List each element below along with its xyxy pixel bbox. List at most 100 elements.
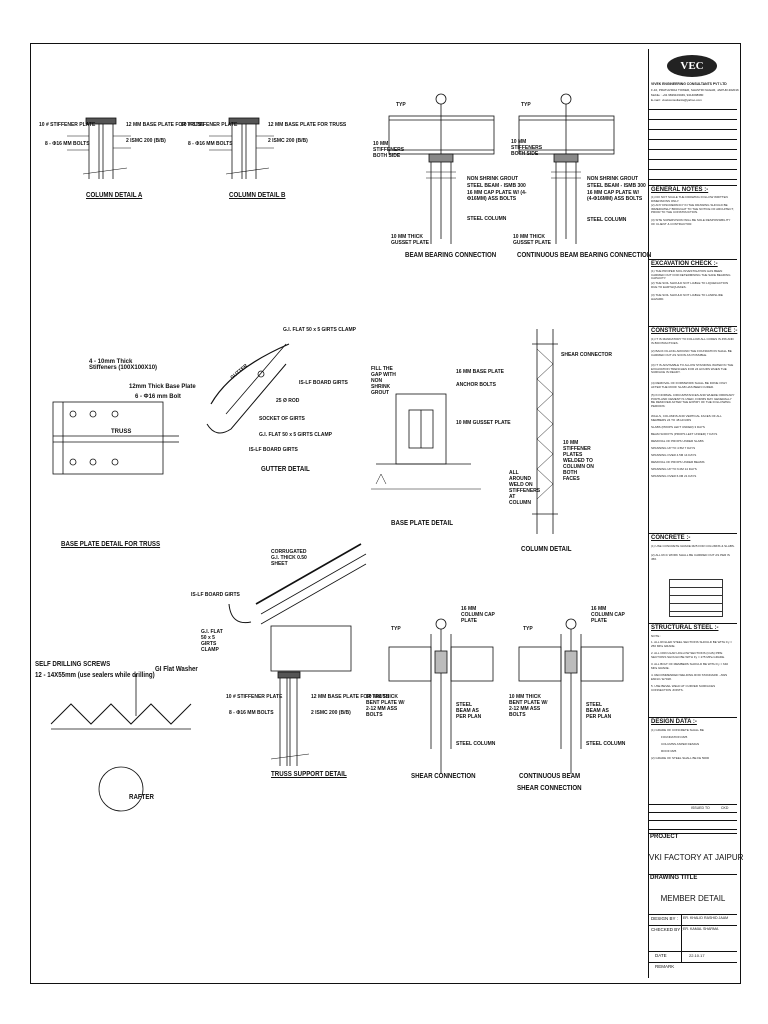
- construction-14: SPANNING OVER 6.0M 21 DAYS: [651, 474, 697, 478]
- cont-shear-figure: [518, 618, 624, 774]
- construction-2: (2) BACK FILLING AROUND THE FOUNDATION S…: [651, 349, 732, 357]
- ts-ismc: 2 ISMC 200 (B/B): [311, 710, 351, 716]
- cont-bearing-gusset: 10 MM THICK GUSSET PLATE: [513, 234, 551, 246]
- sds-title: SELF DRILLING SCREWS: [35, 659, 111, 668]
- construction-4: (4) REMOVAL OF FORMWORK SHALL BE DONE ON…: [651, 381, 728, 389]
- checked-by-label: CHECKED BY :: [651, 927, 683, 932]
- construction-10: SPANNING UP TO 4.5M 7 DAYS: [651, 446, 696, 450]
- column-detail-b-caption: COLUMN DETAIL B: [229, 190, 286, 199]
- excavation-3: (3) THE SOIL SHOULD NOT LIABLE TO LANDSL…: [651, 293, 723, 301]
- base-plate-figure: [371, 393, 481, 490]
- bp-plate: 16 MM BASE PLATE: [456, 369, 504, 375]
- construction-7: SLABS (PROPS LEFT UNDER) 3 DAYS: [651, 425, 705, 429]
- sds-rafter: RAFTER: [129, 792, 154, 801]
- steel-5: 5. USE BEVEL WELD AT CURVED SURFACES CON…: [651, 684, 716, 692]
- bpt-stiffeners: 4 - 10mm Thick Stiffeners (100X100X10): [89, 359, 158, 371]
- construction-title: CONSTRUCTION PRACTICE :-: [651, 328, 738, 334]
- bp-gusset: 10 MM GUSSET PLATE: [456, 420, 511, 426]
- gutter-girts: IS-LF BOARD GIRTS: [299, 380, 348, 386]
- drawing-title: MEMBER DETAIL: [660, 894, 726, 903]
- shear-column: STEEL COLUMN: [456, 741, 496, 747]
- beam-bearing-stiffeners: 10 MM STIFFENERS BOTH SIDE: [373, 141, 405, 159]
- column-b-base-plate-label: 12 MM BASE PLATE FOR TRUSS: [268, 122, 347, 128]
- concrete-1: (1) USE CONCRETE GRADE M25 FOR COLUMNS &…: [651, 544, 735, 548]
- ts-stiffener: 10 # STIFFENER PLATE: [226, 694, 283, 700]
- shear-connection-figure: [388, 618, 494, 774]
- column-a-stiffener-label: 10 # STIFFENER PLATE: [39, 122, 96, 128]
- ckd-label: CKD: [721, 806, 729, 810]
- cont-beam-bearing-figure: [518, 93, 615, 244]
- issued-to-label: ISSUED TO: [691, 806, 710, 810]
- drawing-linework: [50, 93, 624, 812]
- concrete-table: [669, 579, 723, 617]
- gutter-figure: [206, 343, 290, 434]
- construction-9: REMOVAL OF PROPS UNDER SLABS: [651, 439, 704, 443]
- cont-bearing-grout: NON SHRINK GROUT: [587, 176, 639, 182]
- remark-label: REMARK: [655, 964, 675, 969]
- beam-bearing-caption: BEAM BEARING CONNECTION: [405, 250, 497, 259]
- beam-bearing-cap-plate: 16 MM CAP PLATE W/ (4-Φ16MM) ASS BOLTS: [467, 190, 527, 202]
- company-logo: VEC: [667, 55, 717, 77]
- ts-caption: TRUSS SUPPORT DETAIL: [271, 769, 347, 778]
- roof-girts-label: IS-LF BOARD GIRTS: [191, 592, 240, 598]
- structural-steel-title: STRUCTURAL STEEL :-: [651, 625, 719, 631]
- drawing-title-label: DRAWING TITLE: [650, 875, 698, 881]
- company-name: VIVEK ENGINEERING CONSULTANTS PVT LTD: [651, 82, 727, 86]
- column-b-anchor-label: 8 - Φ16 MM BOLTS: [188, 141, 233, 147]
- roof-sheet-label: CORRUGATED G.I. THICK 0.50 SHEET: [271, 549, 307, 567]
- design-data-2: FOUNDATION M25: [661, 735, 688, 739]
- gutter-socket: SOCKET OF GIRTS: [259, 416, 305, 422]
- cont-bearing-cap-plate: 16 MM CAP PLATE W/ (4-Φ16MM) ASS BOLTS: [587, 190, 643, 202]
- column-b-stiffener-label: 10 # STIFFENER PLATE: [181, 122, 238, 128]
- construction-11: SPANNING OVER 4.5M 14 DAYS: [651, 453, 697, 457]
- shear-caption: SHEAR CONNECTION: [411, 771, 476, 780]
- cd-around: ALL AROUND WELD ON STIFFENERS AT COLUMN: [509, 470, 541, 506]
- shear-beam: STEEL BEAM AS PER PLAN: [456, 702, 482, 720]
- base-plate-truss-figure: [52, 401, 179, 475]
- design-data-4: ROOF M25: [661, 749, 677, 753]
- column-detail-b-figure: [209, 117, 274, 179]
- beam-bearing-grout: NON SHRINK GROUT: [467, 176, 519, 182]
- general-notes-2: (2) ANY DISCREPANCY IN THE DRAWING SHOUL…: [651, 203, 734, 215]
- ts-base-plate: 12 MM BASE PLATE FOR TRUSS: [311, 694, 390, 700]
- cont-bearing-typ: TYP: [521, 102, 531, 108]
- construction-5: (5) IN NORMAL CIRCUMSTANCES AND WHERE OR…: [651, 393, 735, 408]
- construction-13: SPANNING UP TO 6.0M 14 DAYS: [651, 467, 697, 471]
- shear-cap: 16 MM COLUMN CAP PLATE: [461, 606, 495, 624]
- bp-caption: BASE PLATE DETAIL: [391, 518, 453, 527]
- gutter-rod: 25 Ø ROD: [276, 398, 300, 404]
- concrete-2: (2) ALL RCC WORK SHALL BE CARRIED OUT AS…: [651, 553, 730, 561]
- truss-support-figure: [270, 671, 310, 766]
- excavation-1: (1) THE PROPER SOIL INVESTIGATION HAS BE…: [651, 269, 731, 281]
- title-block: VEC VIVEK ENGINEERING CONSULTANTS PVT LT…: [648, 49, 743, 978]
- beam-bearing-column: STEEL COLUMN: [467, 216, 507, 222]
- roof-flat-label: G.I. FLAT 50 x 5 GIRTS CLAMP: [201, 629, 223, 653]
- cont-bearing-stiffeners: 10 MM STIFFENERS BOTH SIDE: [511, 139, 543, 157]
- column-detail-a-figure: [67, 117, 131, 179]
- cont-bearing-column: STEEL COLUMN: [587, 217, 627, 223]
- steel-1: 1. ALL ROLLED STEEL SECTIONS SHOULD BE W…: [651, 640, 733, 648]
- beam-bearing-typ: TYP: [396, 102, 406, 108]
- bp-fill: FILL THE GAP WITH NON SHRINK GROUT: [371, 366, 396, 396]
- design-by-value: ER. KHALID RASHID JAAM: [683, 916, 729, 920]
- bpt-bolts: 6 - Φ16 mm Bolt: [135, 394, 181, 400]
- design-data-title: DESIGN DATA :-: [651, 719, 697, 725]
- date-label: DATE: [655, 953, 667, 958]
- column-a-anchor-label: 8 - Φ16 MM BOLTS: [45, 141, 90, 147]
- general-notes-title: GENERAL NOTES :-: [651, 187, 709, 193]
- beam-bearing-figure: [388, 93, 495, 244]
- cont-shear-column: STEEL COLUMN: [586, 741, 626, 747]
- column-detail-a-caption: COLUMN DETAIL A: [86, 190, 143, 199]
- cont-shear-typ: TYP: [523, 626, 533, 632]
- checked-by-value: ER. KAMAL SHARMA: [683, 927, 719, 931]
- cont-shear-caption-2: SHEAR CONNECTION: [517, 783, 582, 792]
- excavation-2: (2) THE SOIL SHOULD NOT LIABLE TO LIQUEF…: [651, 281, 729, 289]
- design-data-3: COLUMNS ASPER DESIGN: [661, 742, 700, 746]
- gutter-caption: GUTTER DETAIL: [261, 464, 310, 473]
- sds-spec: 12 - 14X55mm (use sealers while drilling…: [35, 670, 155, 679]
- project-label: PROJECT: [650, 834, 679, 840]
- bpt-truss: TRUSS: [111, 429, 132, 435]
- column-b-ismc-label: 2 ISMC 200 (B/B): [268, 138, 308, 144]
- excavation-title: EXCAVATION CHECK :-: [651, 261, 718, 267]
- design-data-1: (1) GRADE OF CONCRETE SHALL BE: [651, 728, 704, 732]
